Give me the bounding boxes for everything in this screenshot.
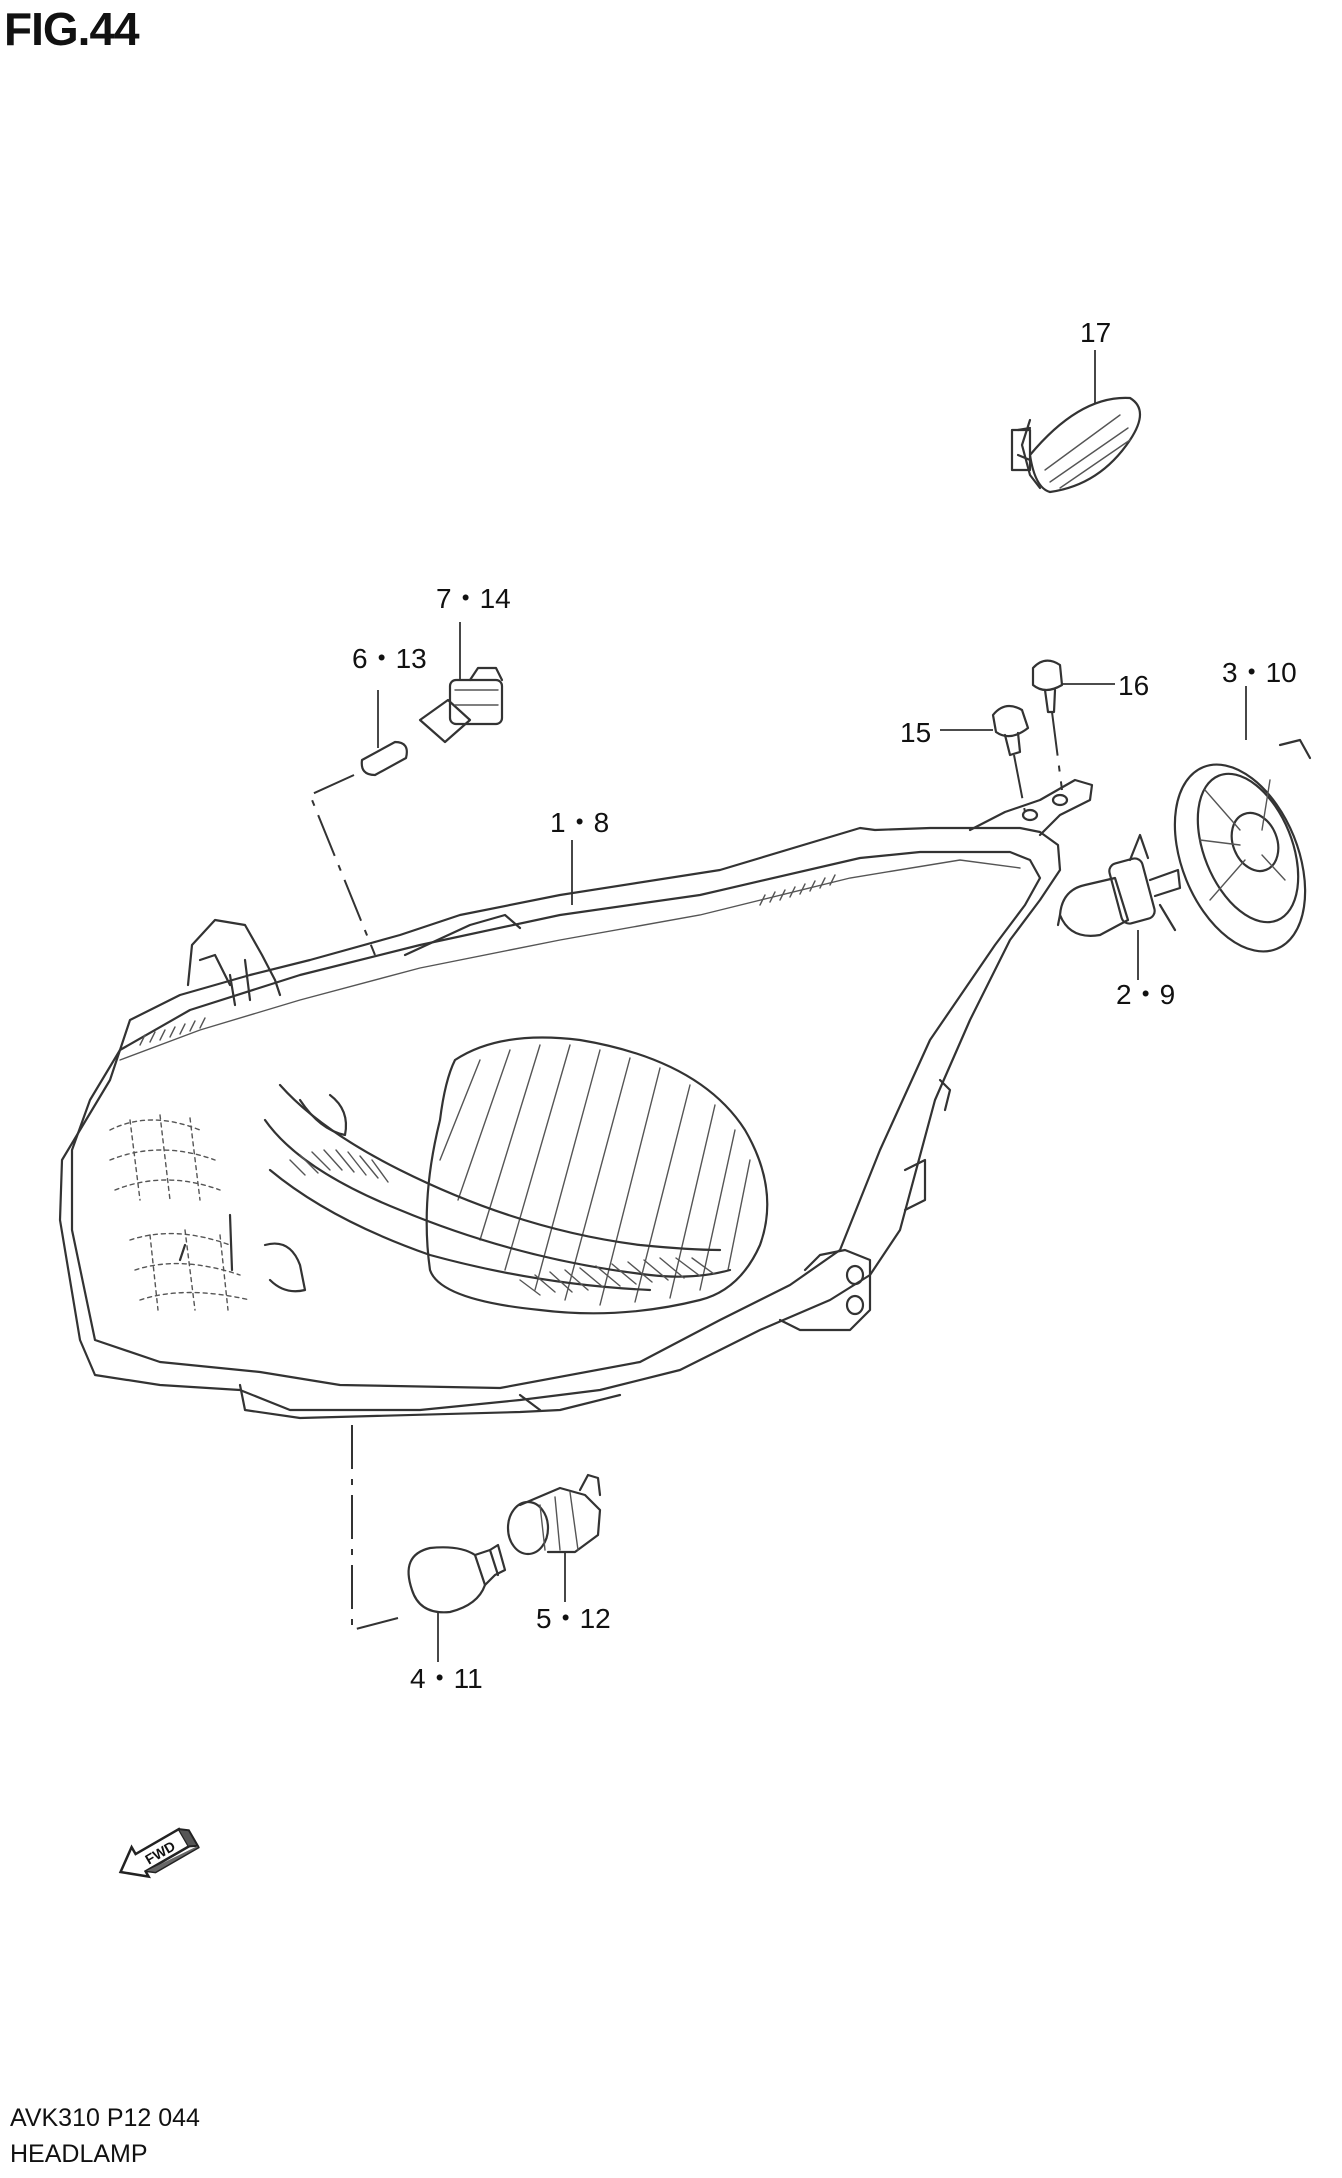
diagram-code: AVK310 P12 044	[10, 2104, 200, 2132]
headlamp-halogen-bulb-part	[1056, 833, 1182, 937]
clip-dashed-line	[1013, 754, 1026, 813]
callout-15: 15	[900, 717, 931, 748]
headlamp-bulb-cover-part	[1173, 738, 1312, 953]
callout-29: 2・9	[1116, 979, 1175, 1010]
headlamp-assembly-part	[58, 778, 1094, 1420]
callout-18: 1・8	[550, 807, 609, 838]
callout-411: 4・11	[410, 1663, 483, 1694]
mounting-bolt-part	[1031, 659, 1064, 714]
bulb-installation-dashed-line	[308, 774, 376, 956]
callout-16: 16	[1118, 670, 1149, 701]
position-wedge-bulb-part	[360, 740, 408, 777]
callout-714: 7・14	[436, 583, 511, 614]
position-lamp-socket-part	[418, 666, 504, 744]
front-direction-arrow-icon: FWD	[118, 1827, 200, 1879]
turn-signal-socket-part	[506, 1473, 602, 1556]
callout-512: 5・12	[536, 1603, 611, 1634]
turn-bulb-dashed-line	[351, 1425, 399, 1632]
bolt-dashed-line	[1051, 711, 1063, 791]
turn-signal-bulb-part	[407, 1543, 507, 1614]
callout-613: 6・13	[352, 643, 427, 674]
diagram-section-title: HEADLAMP	[10, 2140, 148, 2168]
side-reflector-part	[1010, 396, 1142, 494]
figure-title: FIG.44	[4, 3, 140, 55]
callout-310: 3・10	[1222, 657, 1297, 688]
callout-17: 17	[1080, 317, 1111, 348]
clip-grommet-part	[991, 704, 1030, 757]
